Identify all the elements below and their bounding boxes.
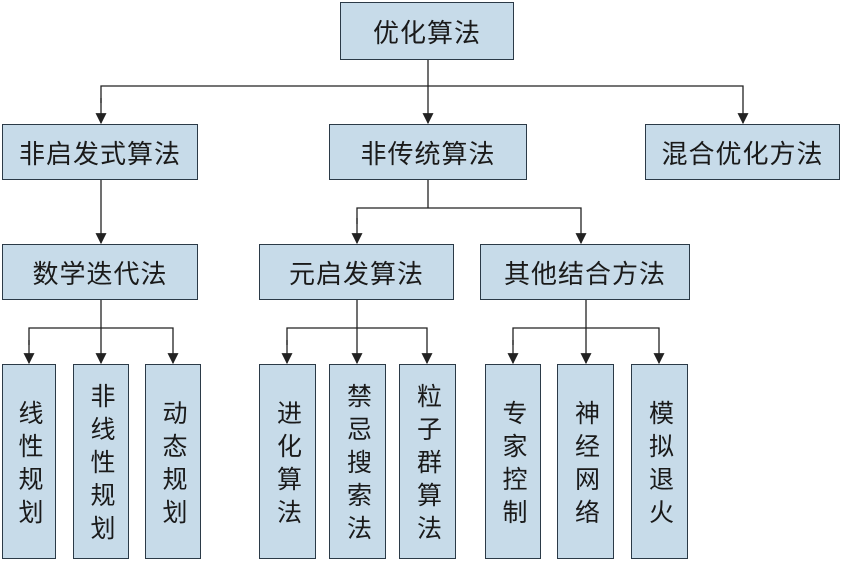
node-meta-heuristic: 元启发算法	[259, 244, 454, 300]
leaf-tabu-search: 禁忌搜索法	[329, 364, 386, 559]
node-other-combined: 其他结合方法	[480, 244, 690, 300]
leaf-evolutionary: 进化算法	[259, 364, 316, 559]
node-non-heuristic: 非启发式算法	[2, 124, 198, 180]
node-non-traditional: 非传统算法	[329, 124, 527, 180]
edge-root-sides	[100, 85, 749, 125]
leaf-simulated-annealing: 模拟退火	[631, 364, 688, 559]
leaf-neural-network: 神经网络	[557, 364, 614, 559]
edge-other-sides	[512, 327, 665, 365]
edge-math-sides	[28, 327, 179, 365]
leaf-particle-swarm: 粒子群算法	[399, 364, 456, 559]
edge-meta-sides	[286, 327, 433, 365]
leaf-dynamic-programming: 动态规划	[145, 364, 201, 559]
leaf-linear-programming: 线性规划	[2, 364, 56, 559]
edge-nontraditional-branch	[356, 207, 587, 245]
leaf-expert-control: 专家控制	[485, 364, 541, 559]
node-hybrid: 混合优化方法	[645, 124, 840, 180]
node-math-iterative: 数学迭代法	[2, 244, 198, 300]
node-root: 优化算法	[340, 2, 514, 60]
leaf-nonlinear-programming: 非线性规划	[73, 364, 129, 559]
